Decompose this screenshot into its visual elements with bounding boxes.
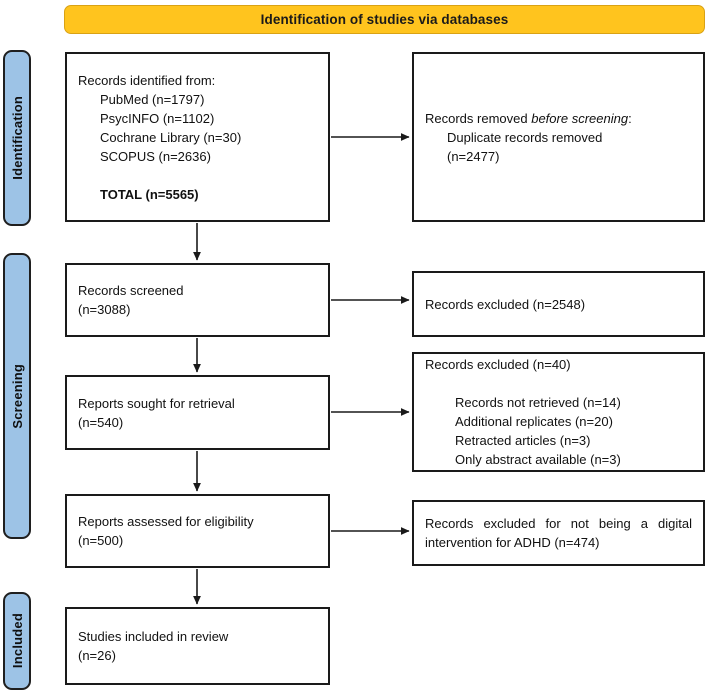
box-studies-included: Studies included in review (n=26) (65, 607, 330, 685)
records-excluded-eligibility-label: Records excluded for not being a digital… (425, 516, 696, 550)
source-psycinfo: PsycINFO (n=1102) (100, 110, 215, 126)
duplicate-records-count: (n=2477) (447, 148, 500, 164)
banner-title: Identification of studies via databases (260, 12, 509, 27)
duplicate-records-removed: Duplicate records removed (447, 129, 603, 145)
box-records-removed: Records removed before screening: Duplic… (412, 52, 705, 222)
studies-included-count: (n=26) (78, 648, 116, 663)
source-scopus: SCOPUS (n=2636) (100, 148, 211, 164)
stage-label-included: Included (3, 592, 31, 690)
studies-included-label: Studies included in review (78, 629, 229, 644)
source-pubmed: PubMed (n=1797) (100, 91, 205, 107)
box-records-excluded-screening: Records excluded (n=2548) (412, 271, 705, 337)
records-identified-total: TOTAL (n=5565) (100, 186, 199, 202)
box-records-excluded-retrieval: Records excluded (n=40) Records not retr… (412, 352, 705, 472)
box-records-screened: Records screened (n=3088) (65, 263, 330, 337)
stage-label-identification: Identification (3, 50, 31, 226)
source-cochrane: Cochrane Library (n=30) (100, 129, 242, 145)
records-removed-heading: Records removed before screening: (425, 110, 632, 126)
reason-retracted-articles: Retracted articles (n=3) (455, 433, 591, 448)
before-screening-emphasis: before screening (531, 110, 629, 126)
records-excluded-screening-label: Records excluded (n=2548) (425, 296, 586, 312)
box-reports-assessed: Reports assessed for eligibility (n=500) (65, 494, 330, 568)
records-screened-count: (n=3088) (78, 302, 131, 317)
records-identified-heading: Records identified from: (78, 72, 216, 88)
reason-additional-replicates: Additional replicates (n=20) (455, 414, 613, 429)
box-reports-sought: Reports sought for retrieval (n=540) (65, 375, 330, 450)
box-records-identified: Records identified from: PubMed (n=1797)… (65, 52, 330, 222)
reports-assessed-count: (n=500) (78, 533, 124, 548)
reports-assessed-label: Reports assessed for eligibility (78, 514, 254, 529)
banner-identification-databases: Identification of studies via databases (64, 5, 705, 34)
records-screened-label: Records screened (78, 283, 184, 298)
reports-sought-count: (n=540) (78, 414, 124, 430)
box-records-excluded-eligibility: Records excluded for not being a digital… (412, 500, 705, 566)
reason-not-retrieved: Records not retrieved (n=14) (455, 395, 621, 410)
reports-sought-label: Reports sought for retrieval (78, 395, 235, 411)
reason-only-abstract: Only abstract available (n=3) (455, 452, 621, 467)
records-excluded-retrieval-heading: Records excluded (n=40) (425, 357, 571, 372)
stage-label-screening: Screening (3, 253, 31, 539)
